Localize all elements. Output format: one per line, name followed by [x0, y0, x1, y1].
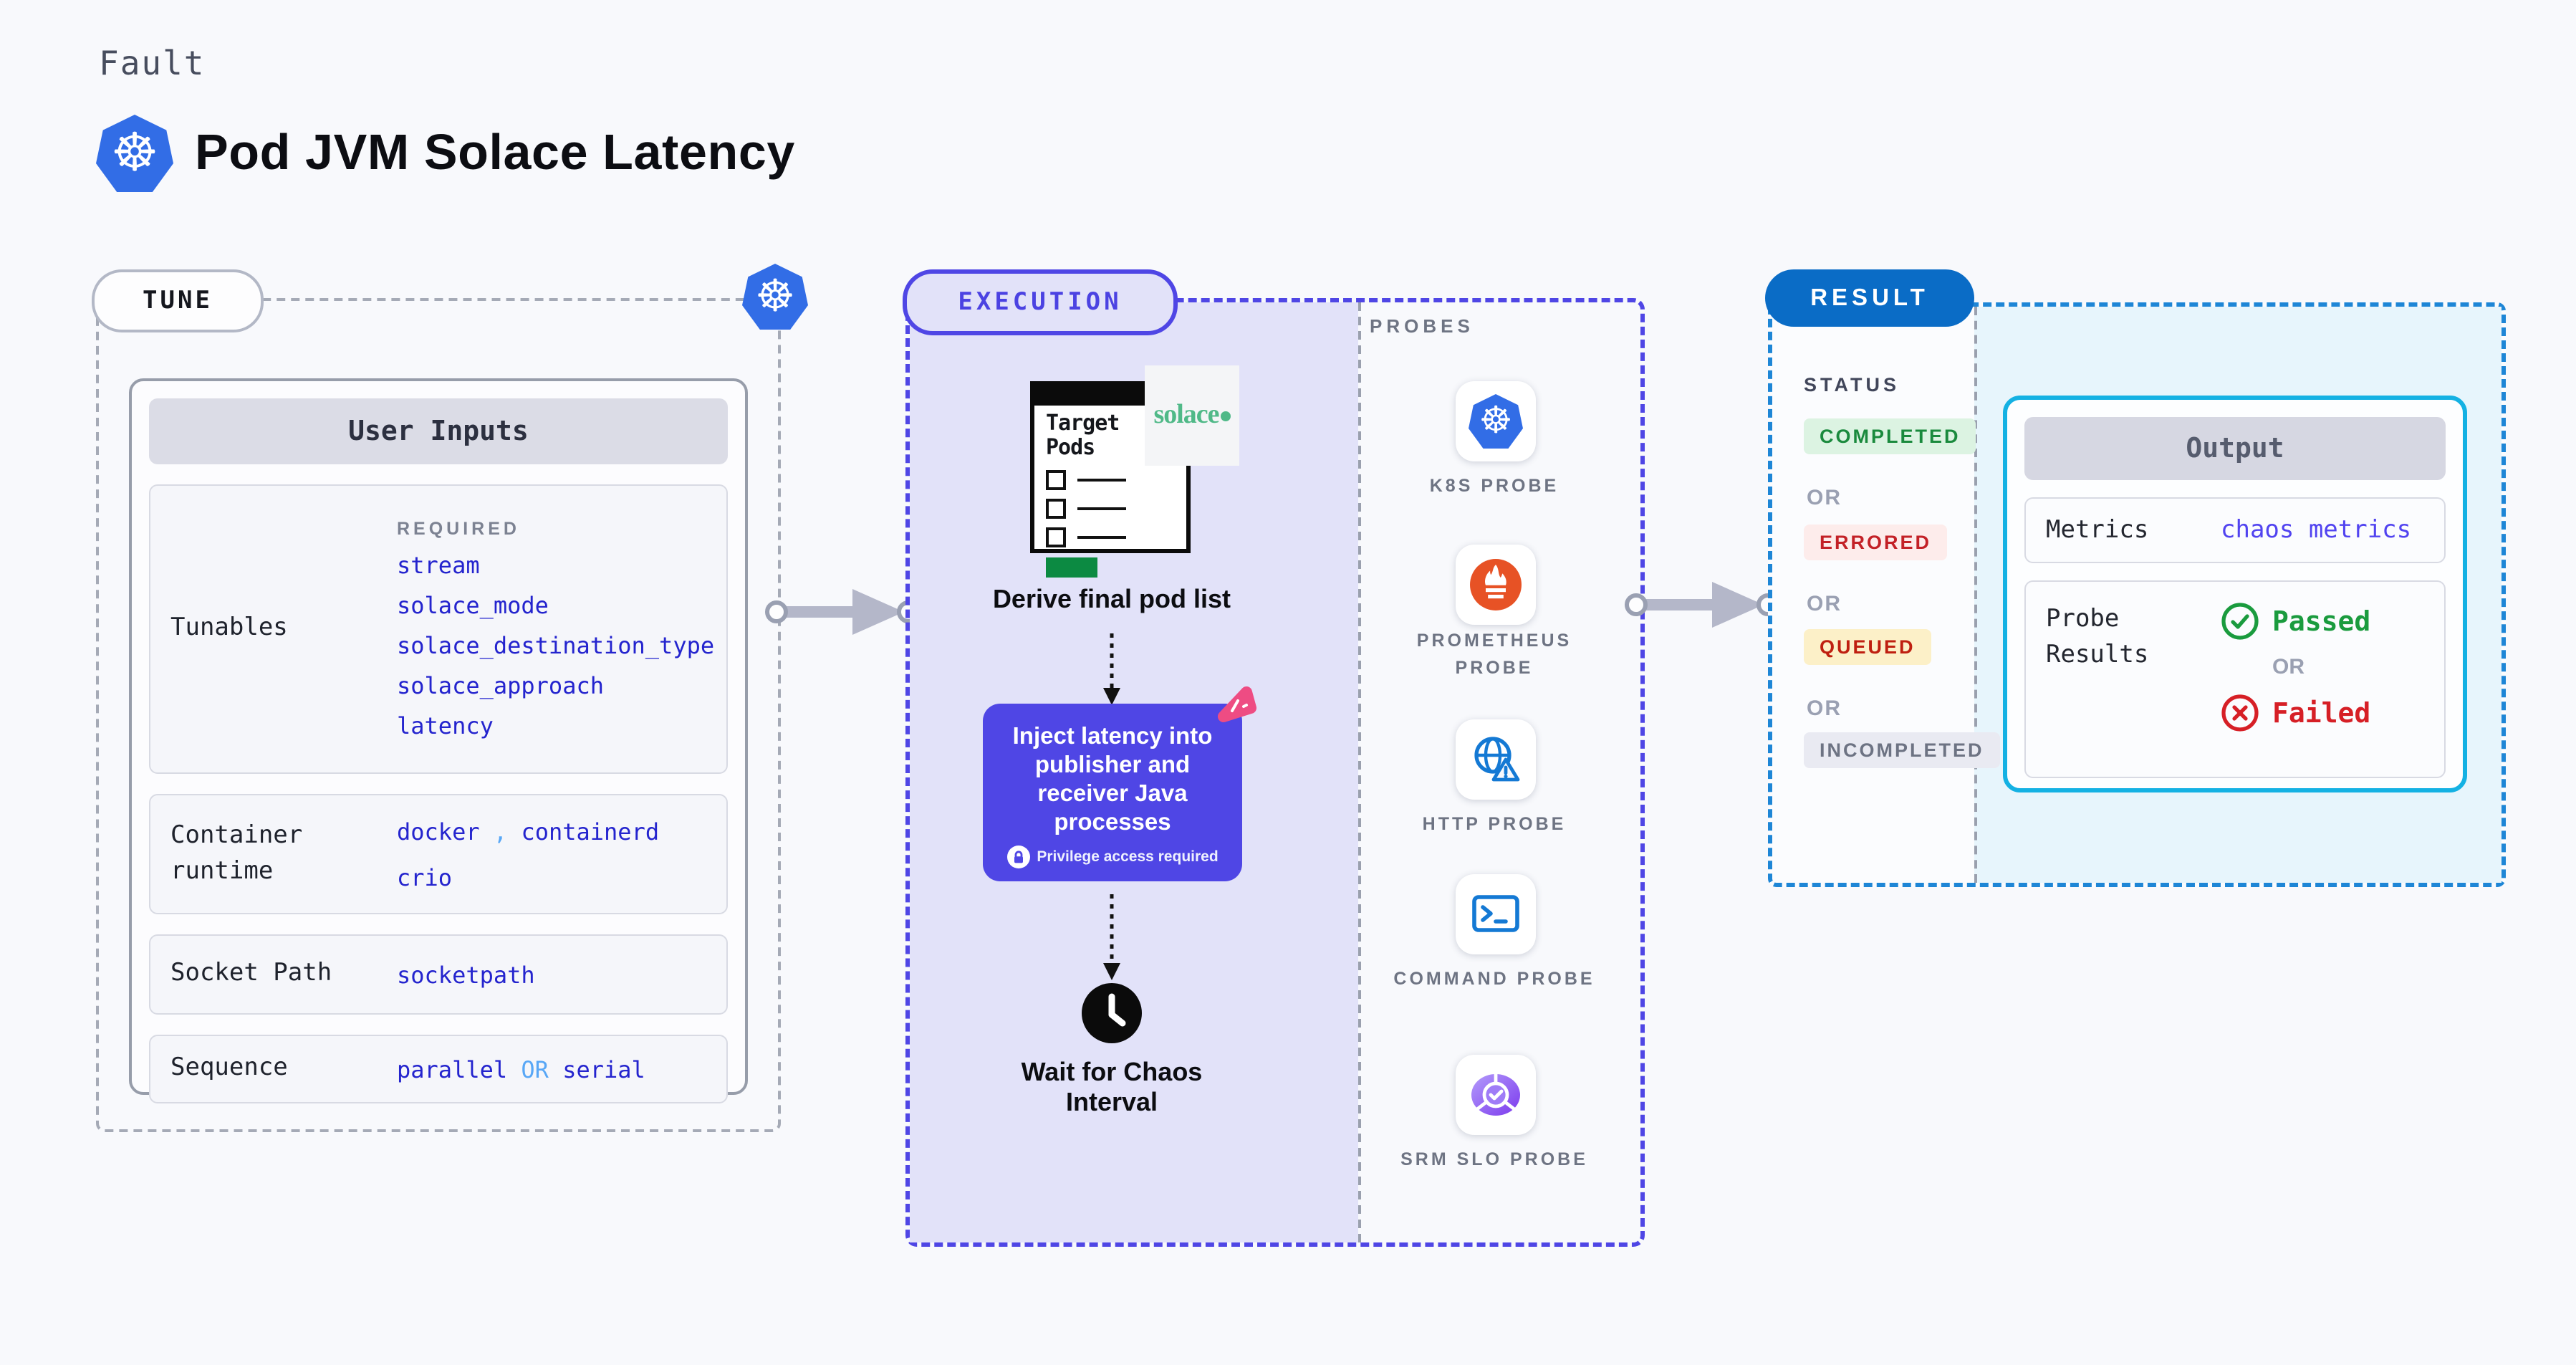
result-pill: RESULT — [1765, 269, 1974, 327]
sequence-label: Sequence — [170, 1053, 288, 1083]
terminal-icon — [1472, 895, 1519, 932]
container-runtime-values: docker , containerd — [397, 818, 660, 845]
or-label: OR — [2272, 655, 2305, 679]
solace-dot-icon — [1220, 411, 1231, 421]
tunable-value: solace_destination_type — [397, 632, 715, 659]
tune-pill: TUNE — [92, 269, 264, 332]
tunables-label: Tunables — [170, 613, 288, 643]
prometheus-probe-card — [1456, 545, 1536, 625]
or-label: OR — [1807, 592, 1842, 616]
fault-category-label: Fault — [99, 46, 206, 83]
clock-icon — [1082, 983, 1142, 1043]
confirm-button-graphic — [1046, 557, 1097, 577]
status-badge: INCOMPLETED — [1804, 732, 2000, 768]
checkbox-icon — [1046, 498, 1066, 518]
tune-section-box — [96, 298, 781, 1132]
tunable-value: solace_mode — [397, 592, 549, 619]
probes-title: PROBES — [1370, 315, 1474, 337]
container-runtime-value: crio — [397, 863, 453, 891]
checkbox-icon — [1046, 469, 1066, 489]
tunable-value: stream — [397, 552, 480, 579]
tunable-value: latency — [397, 712, 494, 739]
prometheus-icon — [1470, 559, 1522, 610]
probe-label: HTTP PROBE — [1422, 814, 1567, 834]
probe-results-label: Probe Results — [2046, 605, 2149, 669]
command-probe-card — [1456, 874, 1536, 954]
list-line — [1077, 507, 1126, 509]
passed-result: Passed — [2221, 602, 2370, 641]
output-header: Output — [2024, 417, 2446, 480]
metrics-label: Metrics — [2046, 515, 2149, 545]
output-panel: Output Metrics chaos metrics Probe Resul… — [2003, 396, 2467, 792]
status-badge: ERRORED — [1804, 525, 1948, 560]
flow-arrow — [765, 589, 920, 635]
required-label: REQUIRED — [397, 519, 520, 539]
probe-label: SRM SLO PROBE — [1400, 1149, 1588, 1169]
check-circle-icon — [2221, 603, 2259, 640]
kubernetes-icon: ☸ — [1469, 394, 1523, 449]
container-runtime-row: Container runtime docker , containerd cr… — [149, 794, 728, 914]
sequence-values: parallel OR serial — [397, 1055, 645, 1083]
target-pods-title: Target Pods — [1046, 410, 1120, 461]
tunables-row: Tunables REQUIRED stream solace_mode sol… — [149, 484, 728, 774]
user-inputs-header: User Inputs — [149, 398, 728, 464]
k8s-probe-card: ☸ — [1456, 381, 1536, 461]
status-badge: COMPLETED — [1804, 418, 1976, 454]
probe-label: COMMAND PROBE — [1393, 969, 1595, 989]
http-globe-icon — [1474, 737, 1520, 782]
inject-latency-step: Inject latency into publisher and receiv… — [983, 704, 1242, 881]
slo-chart-icon — [1471, 1073, 1520, 1116]
probes-panel — [1358, 302, 1640, 1242]
container-runtime-label: Container runtime — [170, 820, 303, 886]
chaos-badge-icon — [1218, 686, 1256, 722]
execution-pill: EXECUTION — [903, 269, 1178, 335]
page-title: Pod JVM Solace Latency — [195, 125, 795, 181]
status-title: STATUS — [1804, 374, 1900, 396]
or-label: OR — [1807, 486, 1842, 510]
srm-slo-probe-card — [1456, 1055, 1536, 1135]
failed-result: Failed — [2221, 694, 2370, 732]
probe-results-row: Probe Results Passed OR Faile — [2024, 580, 2446, 778]
dotted-arrow-down — [1103, 894, 1120, 980]
socket-path-value: socketpath — [397, 961, 535, 988]
pod-list-item — [1046, 498, 1175, 518]
solace-logo: solace — [1145, 365, 1239, 466]
checkbox-icon — [1046, 527, 1066, 547]
socket-path-row: Socket Path socketpath — [149, 934, 728, 1015]
list-line — [1077, 535, 1126, 538]
tunables-values: REQUIRED stream solace_mode solace_desti… — [397, 486, 726, 772]
derive-pod-list-label: Derive final pod list — [992, 585, 1231, 613]
status-badge: QUEUED — [1804, 629, 1931, 665]
x-circle-icon — [2221, 694, 2259, 732]
probe-label: K8S PROBE — [1429, 476, 1559, 496]
privilege-note: Privilege access required — [996, 845, 1229, 868]
lock-icon — [1006, 845, 1030, 868]
kubernetes-icon: ☸ — [96, 115, 173, 192]
dotted-arrow-down — [1103, 633, 1120, 705]
or-label: OR — [1807, 696, 1842, 721]
sequence-row: Sequence parallel OR serial — [149, 1035, 728, 1103]
metrics-row: Metrics chaos metrics — [2024, 497, 2446, 563]
http-probe-card — [1456, 719, 1536, 800]
tunable-value: solace_approach — [397, 672, 604, 699]
metrics-value: chaos metrics — [2221, 516, 2412, 545]
wait-chaos-interval-label: Wait for Chaos Interval — [1021, 1058, 1203, 1116]
pod-list-item — [1046, 527, 1175, 547]
pod-list-item — [1046, 469, 1175, 489]
list-line — [1077, 478, 1126, 481]
user-inputs-card: User Inputs Tunables REQUIRED stream sol… — [129, 378, 748, 1103]
socket-path-label: Socket Path — [170, 959, 332, 988]
flow-arrow — [1625, 582, 1779, 628]
page-title-row: ☸ Pod JVM Solace Latency — [96, 115, 795, 192]
kubernetes-icon: ☸ — [742, 264, 808, 330]
probe-label: PROMETHEUS PROBE — [1416, 631, 1572, 678]
